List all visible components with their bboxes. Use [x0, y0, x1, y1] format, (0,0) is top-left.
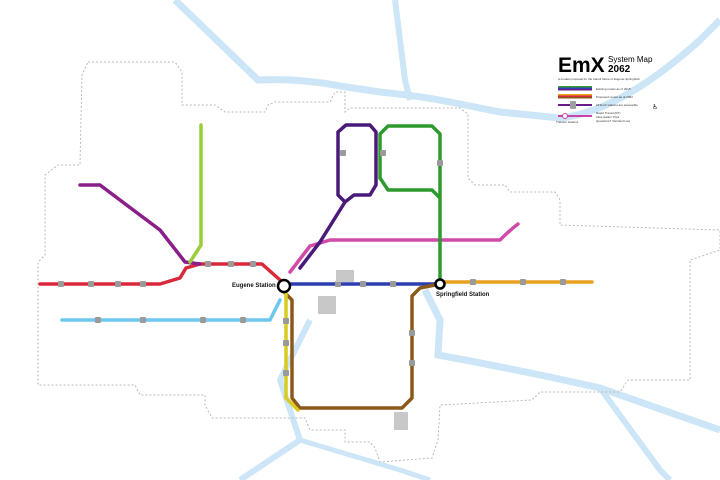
wheelchair-icon: ♿ — [652, 103, 658, 111]
legend-questions-label: Questions? Visit EmX.org — [596, 119, 630, 123]
station-marker — [140, 317, 146, 323]
legend-title-emx: EmX — [558, 54, 605, 77]
station-marker — [95, 317, 101, 323]
eugene-station-label: Eugene Station — [232, 283, 276, 289]
line-yellow — [284, 290, 300, 412]
legend-proposed: Proposed routes as of 2062 — [558, 94, 633, 99]
station-marker — [200, 317, 206, 323]
station-marker — [88, 281, 94, 287]
line-brown-loop — [282, 282, 442, 410]
river-southwest — [238, 318, 313, 480]
station-marker — [240, 317, 246, 323]
hub-block — [318, 296, 336, 314]
eugene-station-marker[interactable] — [276, 278, 292, 294]
lines — [38, 123, 594, 412]
legend-year: 2062 — [608, 64, 631, 75]
legend-rt-label: Rapid Transit (RT) — [596, 111, 620, 115]
station-marker — [58, 281, 64, 287]
river-north-fork — [392, 0, 413, 101]
station-marker — [335, 281, 341, 287]
river-main — [172, 0, 720, 122]
springfield-station-label: Springfield Station — [436, 292, 490, 298]
station-marker — [115, 281, 121, 287]
urban-growth-boundary — [37, 61, 720, 463]
hub-block — [336, 270, 354, 282]
line-light-blue — [60, 298, 282, 322]
station-marker — [390, 281, 396, 287]
station-marker — [437, 160, 443, 166]
station-marker — [283, 370, 289, 376]
line-lime — [188, 123, 203, 264]
station-marker — [140, 281, 146, 287]
legend-accessible-label: All EmX stations are accessible — [596, 103, 638, 107]
station-marker — [520, 279, 526, 285]
line-green-loop — [378, 124, 442, 282]
station-marker — [380, 150, 386, 156]
stations — [58, 150, 566, 430]
legend-transfer-label: Transfer stations — [556, 120, 579, 124]
river-west — [299, 437, 431, 480]
station-marker — [360, 281, 366, 287]
rivers — [172, 0, 720, 480]
station-marker — [560, 279, 566, 285]
station-marker — [283, 318, 289, 324]
station-marker — [205, 261, 211, 267]
river-south — [421, 288, 720, 434]
legend-subtitle: A modest proposal for the transit future… — [558, 77, 640, 81]
legend-existing-label: Existing routes as of 2015 — [596, 87, 631, 91]
line-pink — [288, 222, 520, 274]
legend-transfer: Transfer stations Rapid Transit (RT) Int… — [556, 111, 630, 124]
legend: EmX System Map 2062 A modest proposal fo… — [556, 54, 658, 124]
line-dark-purple-loop — [298, 123, 378, 270]
legend-trips-label: Intra-station Trips — [596, 115, 620, 119]
river-southeast — [597, 386, 673, 480]
station-marker — [409, 360, 415, 366]
legend-title-system-map: System Map — [608, 55, 653, 64]
station-marker — [470, 279, 476, 285]
springfield-station-marker[interactable] — [434, 278, 446, 290]
legend-proposed-label: Proposed routes as of 2062 — [596, 95, 633, 99]
legend-existing: Existing routes as of 2015 — [558, 86, 631, 91]
legend-accessible: All EmX stations are accessible ♿ — [558, 101, 658, 111]
major-stations: Eugene Station Springfield Station — [232, 278, 490, 298]
station-marker — [340, 150, 346, 156]
station-marker — [283, 340, 289, 346]
hub-block — [394, 412, 408, 430]
station-marker — [228, 261, 234, 267]
station-marker — [409, 330, 415, 336]
line-red — [38, 262, 282, 286]
line-purple — [78, 183, 202, 266]
station-marker — [250, 261, 256, 267]
